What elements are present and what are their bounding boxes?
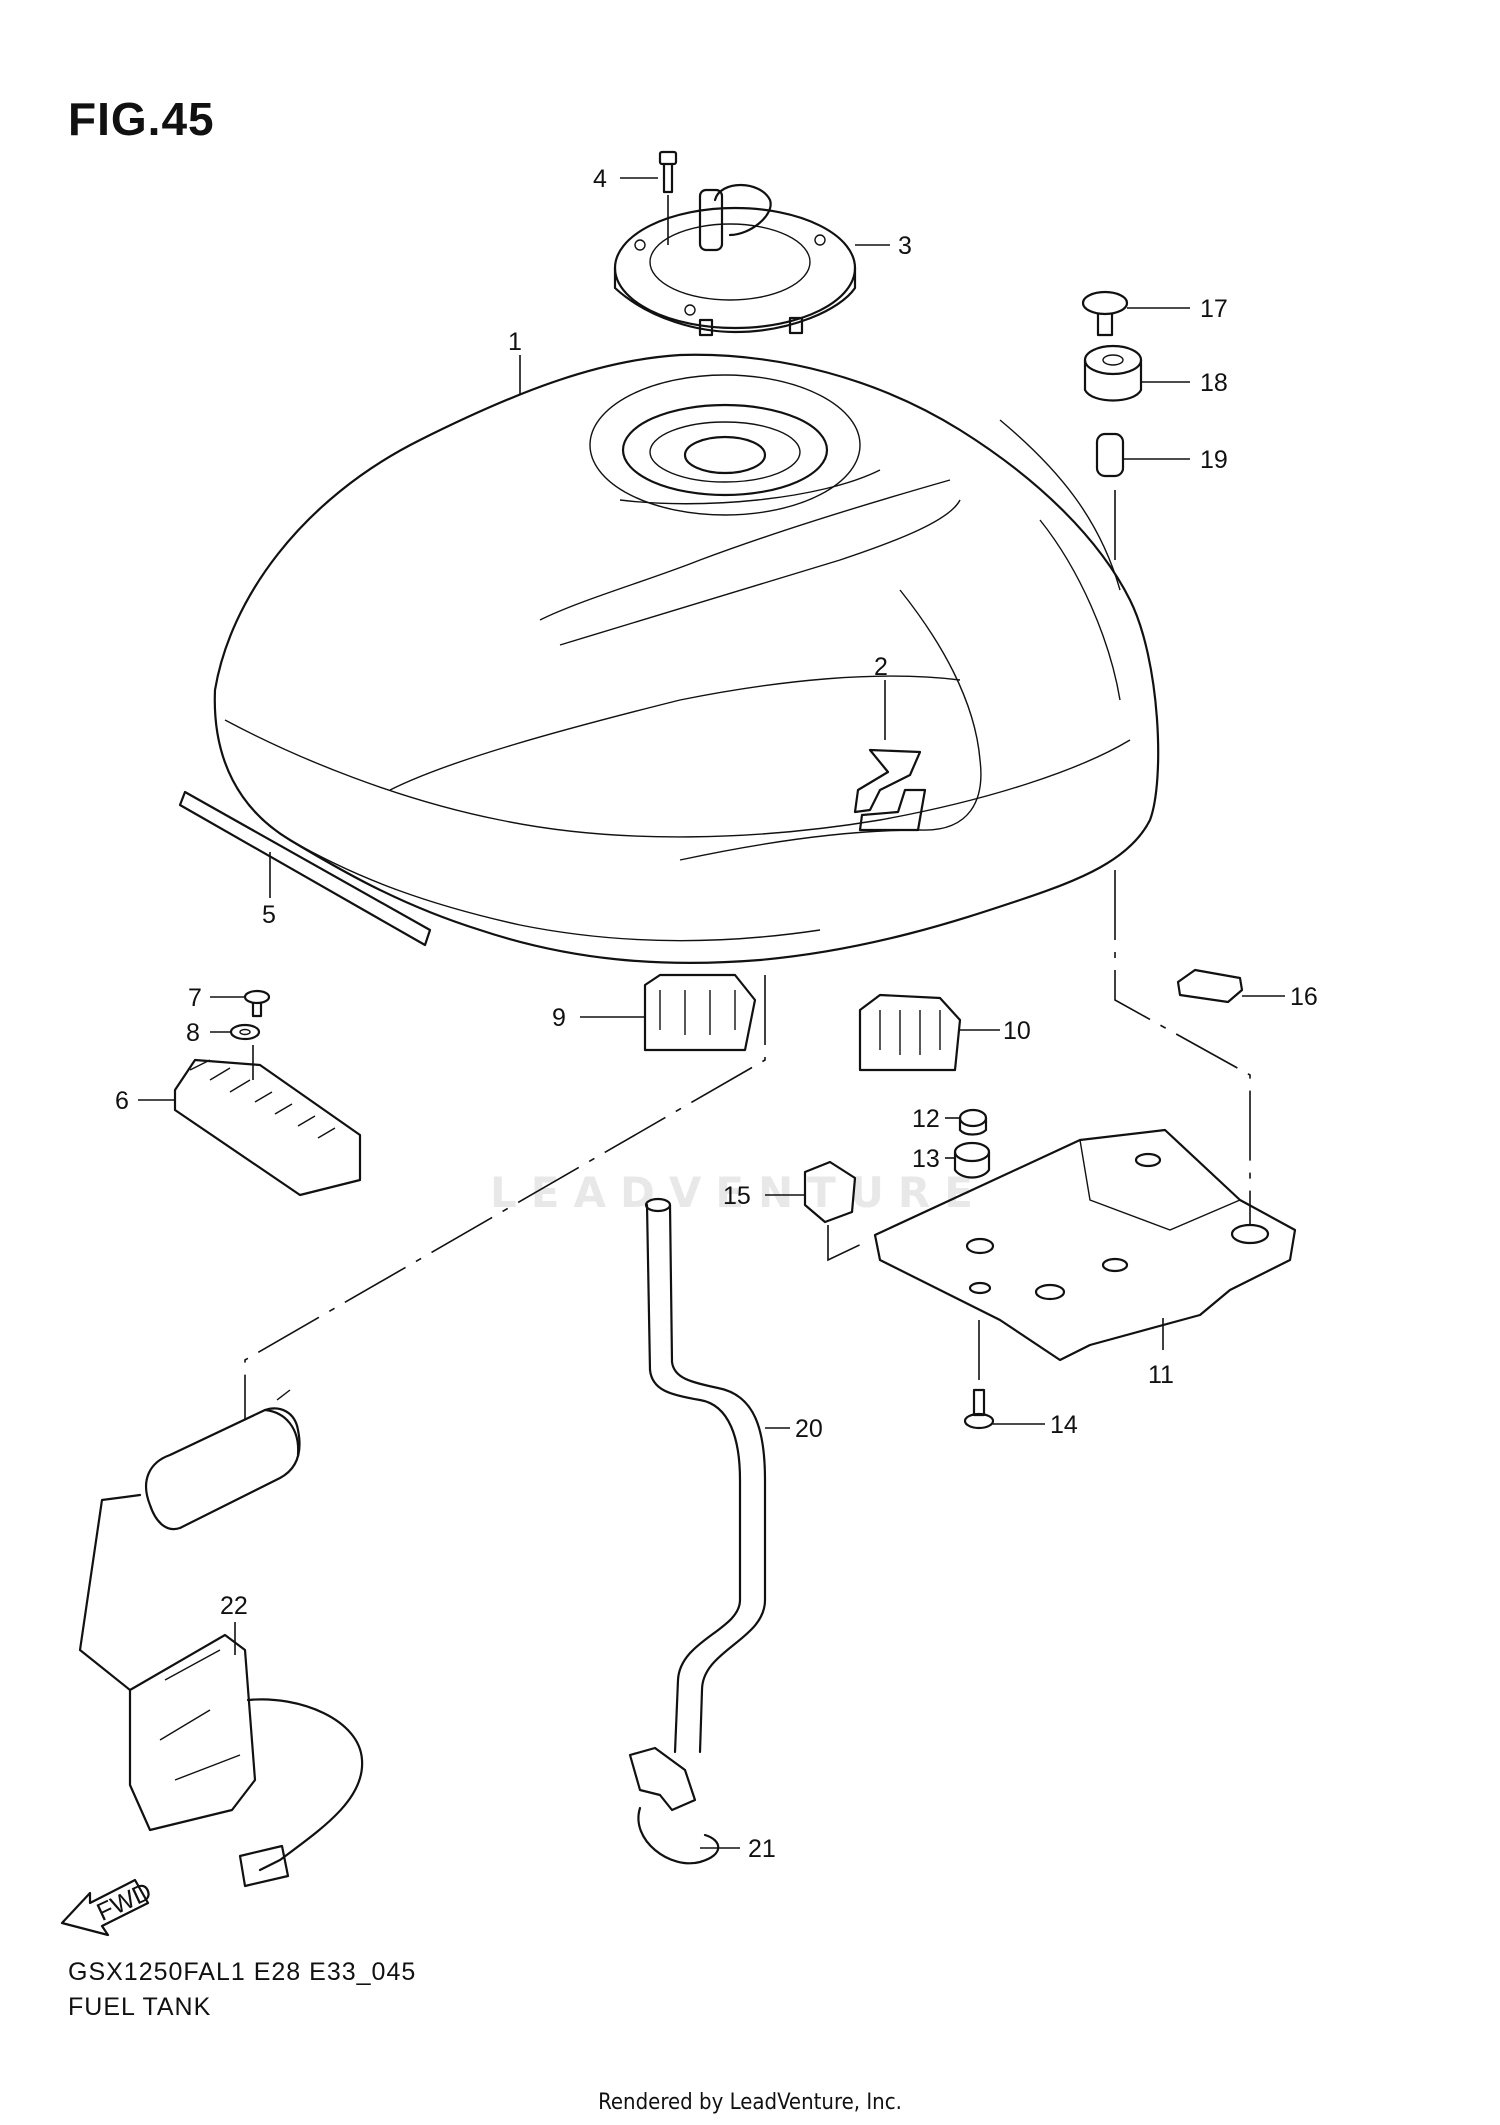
washer-part[interactable]	[229, 1023, 261, 1041]
callout-22: 22	[220, 1592, 248, 1620]
forward-arrow-icon: FWD	[60, 1877, 156, 1937]
pad-16-part[interactable]	[1176, 968, 1244, 1004]
cap-bolt-part[interactable]	[658, 150, 678, 194]
collar-19-part[interactable]	[1095, 432, 1125, 478]
render-credit: Rendered by LeadVenture, Inc.	[598, 2090, 902, 2115]
emblem-part[interactable]	[853, 748, 927, 832]
callout-6: 6	[115, 1087, 129, 1115]
callout-16: 16	[1290, 983, 1318, 1011]
bushing-18-part[interactable]	[1083, 344, 1143, 402]
callout-18: 18	[1200, 369, 1228, 397]
bracket-bolt-part[interactable]	[963, 1388, 995, 1430]
leader-lines	[138, 177, 1285, 1849]
callout-13: 13	[912, 1145, 940, 1173]
callout-3: 3	[898, 232, 912, 260]
figure-title: FIG.45	[68, 93, 215, 145]
callout-9: 9	[552, 1004, 566, 1032]
rear-bracket-part[interactable]	[173, 1058, 362, 1197]
bolt-17-part[interactable]	[1081, 290, 1129, 337]
cushion-10-part[interactable]	[858, 993, 962, 1072]
model-code: GSX1250FAL1 E28 E33_045	[68, 1958, 417, 1986]
callout-20: 20	[795, 1415, 823, 1443]
cushion-13-part[interactable]	[953, 1141, 991, 1179]
grommet-12-part[interactable]	[958, 1108, 988, 1136]
callout-2: 2	[874, 653, 888, 681]
callout-19: 19	[1200, 446, 1228, 474]
callout-4: 4	[593, 165, 607, 193]
tank-to-gauge-line	[244, 975, 766, 1420]
watermark: LEADVENTURE	[490, 1168, 987, 1217]
fuel-tank-part[interactable]	[213, 353, 1160, 965]
cap-15-part[interactable]	[803, 1160, 857, 1224]
callout-12: 12	[912, 1105, 940, 1133]
callout-11: 11	[1148, 1361, 1174, 1389]
callout-15: 15	[723, 1182, 751, 1210]
callout-14: 14	[1050, 1411, 1078, 1439]
callout-8: 8	[186, 1019, 200, 1047]
callout-21: 21	[748, 1835, 776, 1863]
callout-1: 1	[508, 328, 522, 356]
tank-to-bracket-line	[1114, 870, 1251, 1225]
cap15-to-bracket-line	[827, 1225, 871, 1262]
fuel-cap-part[interactable]	[613, 183, 857, 337]
diagram-name: FUEL TANK	[68, 1993, 212, 2021]
screw-part[interactable]	[243, 989, 271, 1018]
hose-clamp-part[interactable]	[628, 1746, 720, 1865]
callout-7: 7	[188, 984, 202, 1012]
callout-10: 10	[1003, 1017, 1031, 1045]
fuel-hose-part[interactable]	[644, 1197, 767, 1754]
callout-17: 17	[1200, 295, 1228, 323]
cushion-9-part[interactable]	[643, 973, 757, 1052]
callout-5: 5	[262, 901, 276, 929]
fuel-level-gauge-part[interactable]	[78, 1389, 364, 1888]
cushion-strip-part[interactable]	[178, 790, 432, 947]
